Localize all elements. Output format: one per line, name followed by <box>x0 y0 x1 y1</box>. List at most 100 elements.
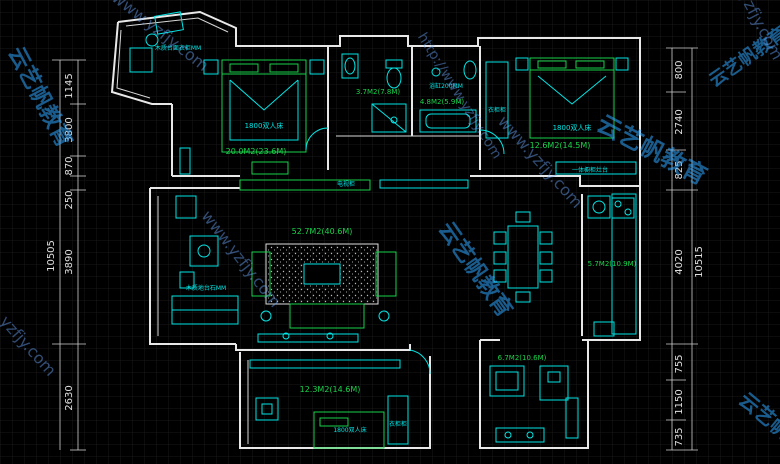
cabinet-strip <box>249 359 401 369</box>
shelf-icon <box>379 179 469 189</box>
armchair-icon <box>129 47 153 73</box>
room-living: 电视柜 52.7M2(40.6M) 木质地台石MM <box>171 161 553 343</box>
dim-left-2630: 2630 <box>64 385 75 410</box>
sofa-icon <box>289 303 365 329</box>
door-arc <box>305 127 329 151</box>
dining-table-icon <box>507 225 539 289</box>
bedroom-3-area: 12.3M2(14.6M) <box>300 385 361 394</box>
door-arc <box>479 129 505 155</box>
kitchen-label: 一体橱柜灶台 <box>572 166 608 174</box>
chair-icon <box>539 251 553 265</box>
plant-icon <box>260 310 272 322</box>
wardrobe-icon <box>485 61 509 139</box>
bathtub-icon <box>419 109 477 133</box>
desk-icon <box>539 365 569 401</box>
chair-icon <box>493 251 507 265</box>
pillow-icon <box>269 63 299 73</box>
armchair-icon <box>154 11 184 35</box>
room-bedroom-2: 1800双人床 衣柜柜 12.6M2(14.5M) <box>479 57 629 155</box>
bed-cover-lines <box>229 79 299 111</box>
bathroom-1-area: 3.7M2(7.8M) <box>356 88 401 96</box>
room-bathroom-1: 3.7M2(7.8M) <box>341 53 407 133</box>
dim-right-755: 755 <box>674 354 685 373</box>
walls <box>110 10 641 449</box>
chair-icon <box>515 291 531 303</box>
plant-icon <box>378 310 390 322</box>
pillow-icon <box>537 60 567 69</box>
chair-icon <box>539 269 553 283</box>
room-study: 6.7M2(10.6M) <box>489 354 579 443</box>
toilet-tank-icon <box>385 59 403 69</box>
chair-icon <box>179 271 195 289</box>
nightstand-icon <box>203 59 219 75</box>
bedroom-3-wardrobe: 衣柜柜 <box>389 420 407 428</box>
armchair-icon <box>489 365 525 397</box>
chair-icon <box>515 211 531 223</box>
room-bedroom-3: 1800双人床 衣柜柜 12.3M2(14.6M) <box>249 349 431 449</box>
master-area-label: 20.0M2(23.6M) <box>226 147 287 156</box>
bedroom-3-bed-label: 1800双人床 <box>333 426 366 434</box>
dim-right-800: 800 <box>674 60 685 79</box>
armchair-icon <box>175 195 197 219</box>
cabinet-strip <box>555 161 637 175</box>
dim-left-10505: 10505 <box>46 240 57 272</box>
living-tv-label: 电视柜 <box>337 180 355 188</box>
pillow-icon <box>229 63 259 73</box>
bedroom-2-bed-label: 1800双人床 <box>553 123 592 132</box>
sink-icon <box>341 53 359 79</box>
dim-left-3890: 3890 <box>64 249 75 274</box>
room-bathroom-2: 浴缸200MM 4.8M2(5.9M) <box>419 60 477 133</box>
toilet-icon <box>463 60 477 80</box>
dim-right-10515: 10515 <box>694 246 705 278</box>
kitchen-area: 5.7M2(10.9M) <box>588 260 637 268</box>
basin-icon <box>344 57 356 75</box>
chair-icon <box>493 231 507 245</box>
bathroom-2-area: 4.8M2(5.9M) <box>420 98 465 106</box>
room-kitchen: 一体橱柜灶台 5.7M2(10.9M) <box>555 161 637 337</box>
bench-icon <box>257 333 359 343</box>
dim-right-1150: 1150 <box>674 389 685 414</box>
cabinet-icon <box>495 427 545 443</box>
dim-left-250: 250 <box>64 190 75 209</box>
bedroom-2-area: 12.6M2(14.5M) <box>530 141 591 150</box>
drain-icon <box>390 116 398 124</box>
shelf-icon <box>565 397 579 439</box>
bed-cover-lines <box>229 80 299 141</box>
sink-icon <box>587 195 611 219</box>
chair-icon <box>493 269 507 283</box>
chair-icon <box>539 231 553 245</box>
wardrobe-icon <box>387 395 409 445</box>
bedroom-2-wardrobe: 衣柜柜 <box>488 106 506 114</box>
side-table-icon <box>145 33 159 47</box>
living-note: 木质地台石MM <box>186 284 226 292</box>
study-area: 6.7M2(10.6M) <box>498 354 547 362</box>
dim-left-1145: 1145 <box>64 73 75 98</box>
dim-right-825: 825 <box>674 160 685 179</box>
wardrobe-icon <box>179 147 191 175</box>
fridge-icon <box>593 321 615 337</box>
dimension-right: 800 2740 825 10515 4020 755 1150 735 <box>666 47 705 451</box>
dimension-left: 1145 3800 870 250 3890 10505 2630 <box>46 59 86 451</box>
door-arc <box>409 349 431 375</box>
bed-icon <box>313 411 385 449</box>
room-master-bedroom: 木质台面衣柜MM 1800双人床 20.0M2(23.6M) <box>129 11 329 175</box>
nightstand-icon <box>615 57 629 71</box>
coffee-table-icon <box>303 263 341 285</box>
master-desk-label: 木质台面衣柜MM <box>155 44 201 52</box>
sofa-icon <box>251 251 271 297</box>
armchair-icon <box>255 397 279 421</box>
dim-left-3800: 3800 <box>64 117 75 142</box>
dim-right-2740: 2740 <box>674 109 685 134</box>
dim-right-735: 735 <box>674 427 685 446</box>
master-bed-label: 1800双人床 <box>245 121 284 130</box>
stove-icon <box>611 197 635 219</box>
cabinet-strip <box>239 179 371 191</box>
table-icon <box>189 235 219 267</box>
floor-drain-icon <box>431 67 441 77</box>
bed-headboard <box>529 57 615 71</box>
counter-icon <box>611 193 637 335</box>
pillow-icon <box>575 60 605 69</box>
shower-icon <box>371 103 407 133</box>
